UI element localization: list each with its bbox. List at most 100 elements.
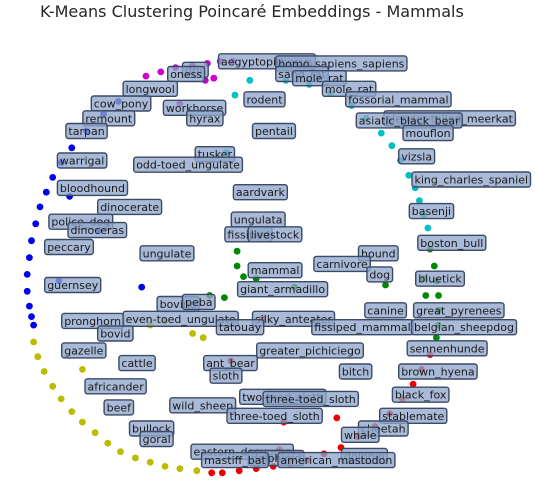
point-label-text: king_charles_spaniel [415,174,529,187]
cluster-3-point [233,247,241,255]
point-label-text: fossorial_mammal [348,93,448,106]
point-label-box [398,148,436,165]
point-label: carnivore [313,255,371,273]
cluster-3-point [433,334,440,342]
cluster-0-point [49,174,57,181]
point-label-text: bitch [342,366,369,379]
cluster-4-point [132,454,139,462]
cluster-2-point [231,91,239,99]
point-label: whale [340,426,380,443]
cluster-4-point [79,366,86,373]
point-label-text: stablemate [382,410,444,423]
point-label: peccary [44,238,94,256]
point-label: livestock [247,226,303,243]
point-label-text: ungulate [143,247,192,260]
cluster-1-point [142,72,150,80]
point-label-text: carnivore [316,258,368,271]
point-label-box [277,451,396,469]
point-label-box [56,152,108,169]
point-label-box [132,156,244,173]
point-label-text: american_mastodon [280,454,392,467]
point-label: fossorial_mammal [345,91,452,108]
cluster-4-point [161,463,169,470]
point-label-box [262,390,360,408]
point-label-text: boston_bull [420,237,483,250]
point-label-text: fissiped_mammal [314,321,410,334]
point-label-box [345,91,452,108]
point-label: hound [357,245,399,262]
point-label: greater_pichiciego [256,342,365,359]
point-label: ungulata [230,211,286,228]
point-label-text: mammal [251,264,300,277]
cluster-5-point [333,414,341,422]
point-label: sloth [209,367,243,384]
cluster-4-point [104,439,112,447]
cluster-0-point [28,313,35,320]
point-label: bitch [338,363,373,380]
point-label-box [398,363,478,380]
point-label-text: gazelle [64,344,103,357]
point-label-box [44,276,102,294]
point-label-box [185,110,224,127]
point-label-text: belgian_sheepdog [414,321,514,334]
labels-layer: aegyptopithecushomo_sapiens_sapiensdrill… [44,53,532,469]
point-label-text: ant_bear [206,357,255,370]
cluster-1-point [210,74,218,82]
point-label-text: pronghorn [64,315,121,328]
point-label: rodent [243,91,286,108]
point-label-text: whale [344,429,377,442]
point-label-text: vizsla [401,150,432,163]
point-label-text: asiatic_black_bear [359,114,460,127]
point-label-box [338,363,373,380]
cluster-5-point [208,469,216,477]
point-label-box [364,302,408,319]
point-label-box [256,342,365,359]
point-label-text: bovid [100,328,130,341]
point-label: three-toed_sloth [226,407,323,424]
point-label-box [65,122,108,140]
point-label-text: livestock [251,228,300,241]
cluster-0-point [30,321,37,329]
point-label: longwool [122,80,179,98]
point-label-box [96,198,163,216]
point-label-box [103,399,135,416]
point-label-box [61,342,107,359]
point-label-box [139,430,174,448]
point-label-box [56,179,129,197]
point-label: pentail [251,122,297,140]
point-label: oness [166,65,206,83]
point-label: mastiff_bat [200,451,270,469]
point-label: tarpan [65,122,108,140]
point-label-box [84,378,147,395]
cluster-4-point [30,338,37,346]
point-label-text: mastiff_bat [204,454,266,467]
point-label: warrigal [56,152,108,169]
point-label-text: three-toed_sloth [230,410,320,423]
point-label: bovid [96,325,134,342]
point-label-box [366,266,394,283]
point-label-text: greater_pichiciego [259,344,361,357]
cluster-3-point [430,262,438,270]
point-label-text: tatouay [219,321,262,334]
point-label: canine [364,302,408,319]
point-label-box [139,245,195,262]
point-label-text: aardvark [236,186,286,199]
point-label: bluetick [415,270,466,287]
cluster-0-point [26,254,33,261]
point-label: three-toed_sloth [262,390,360,408]
cluster-3-point [240,273,247,280]
point-label: great_pyrenees [412,302,505,319]
point-label-box [82,110,136,127]
cluster-2-point [405,171,413,179]
point-label-text: longwool [126,83,175,96]
cluster-4-point [49,382,57,390]
cluster-3-point [233,262,241,270]
point-label-text: black_fox [395,389,447,402]
point-label-text: dinocerate [100,201,159,214]
point-label: dog [366,266,394,283]
cluster-4-point [91,429,99,437]
point-label: brown_hyena [398,363,478,380]
point-label-text: brown_hyena [401,366,474,379]
point-label-text: sloth [213,370,240,383]
point-label-box [247,262,303,279]
